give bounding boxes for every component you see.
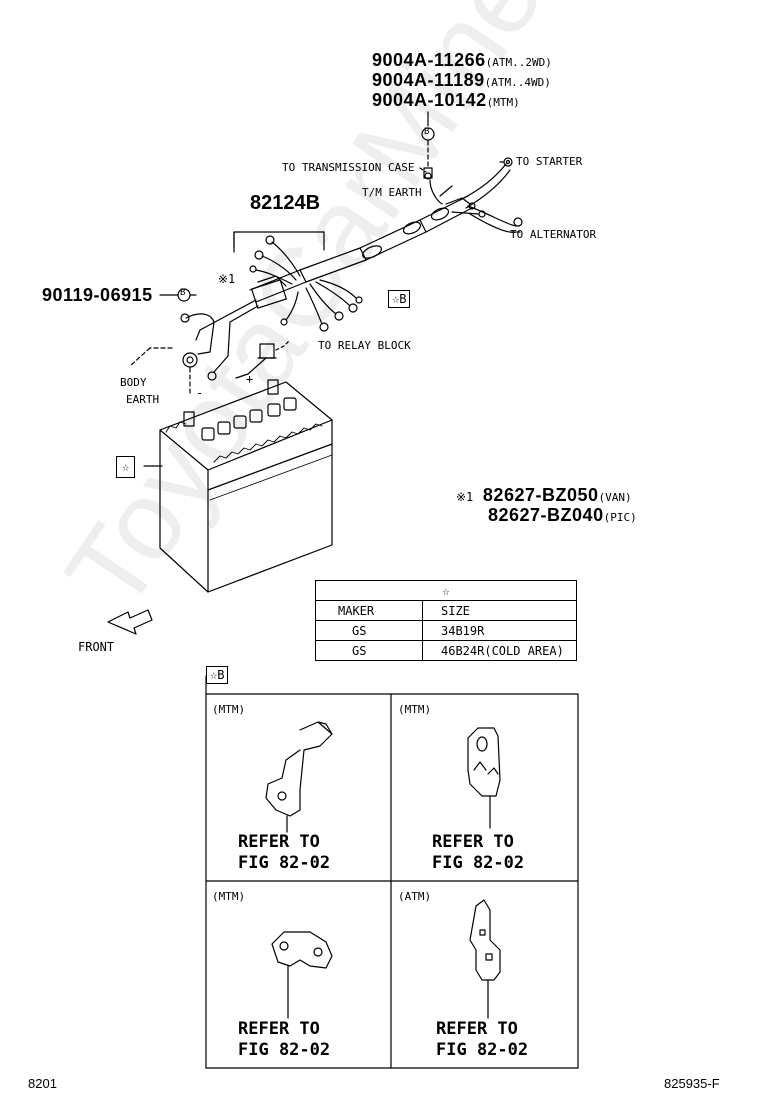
top-bolt-callout — [421, 111, 435, 179]
label-leaders — [419, 161, 521, 233]
note-part-1-spec: (VAN) — [598, 491, 632, 504]
bracket-1-fig-line: FIG 82-02 — [238, 853, 331, 873]
battery — [159, 379, 333, 593]
size-table-col-size: SIZE — [422, 600, 577, 621]
note-part-2: 82627-BZ040(PIC) — [488, 505, 637, 526]
top-part-3: 9004A-10142(MTM) — [372, 90, 520, 111]
top-part-1-spec: (ATM..2WD) — [485, 56, 552, 69]
top-part-2-spec: (ATM..4WD) — [484, 76, 551, 89]
bracket-1-refer-line: REFER TO — [238, 832, 320, 852]
marker-b-earth: B — [180, 288, 186, 298]
bracket-4-fig-line: FIG 82-02 — [436, 1040, 529, 1060]
size-table-maker-2: GS — [315, 640, 423, 661]
battery-minus: - — [196, 386, 204, 400]
size-table-size-2: 46B24R(COLD AREA) — [422, 640, 577, 661]
star-b-box-grid: ☆B — [206, 666, 229, 684]
bracket-4-variant: (ATM) — [398, 890, 432, 903]
size-table-col-maker: MAKER — [315, 600, 423, 621]
size-table-columns: MAKER SIZE — [315, 600, 577, 621]
bracket-3-refer-line: REFER TO — [238, 1019, 320, 1039]
harness-part-number: 82124B — [250, 192, 321, 214]
wire-harness — [195, 157, 523, 381]
label-tm-earth: T/M EARTH — [362, 186, 422, 199]
note-part-1: ※1 82627-BZ050(VAN) — [456, 485, 632, 506]
bracket-2-refer-line: REFER TO — [432, 832, 514, 852]
label-earth: EARTH — [126, 393, 160, 406]
bracket-drawing-3 — [271, 931, 333, 1019]
table-row: GS 34B19R — [315, 620, 577, 641]
top-part-3-spec: (MTM) — [486, 96, 520, 109]
label-to-relay-block: TO RELAY BLOCK — [318, 339, 411, 352]
size-table-size-1: 34B19R — [422, 620, 577, 641]
footer-right-code: 825935-F — [664, 1076, 720, 1091]
note-part-mark: ※1 — [456, 490, 474, 504]
bracket-2-fig-line: FIG 82-02 — [432, 853, 525, 873]
table-row: GS 46B24R(COLD AREA) — [315, 640, 577, 661]
body-earth-cable — [129, 288, 215, 395]
bracket-4-refer-line: REFER TO — [436, 1019, 518, 1039]
front-arrow — [107, 609, 153, 635]
label-to-transmission-case: TO TRANSMISSION CASE — [282, 161, 415, 174]
bracket-1-refer: REFER TO FIG 82-02 — [238, 832, 330, 874]
top-part-3-number: 9004A-10142 — [372, 90, 487, 110]
footer-left-code: 8201 — [28, 1076, 57, 1091]
note-part-1-number: 82627-BZ050 — [482, 485, 599, 505]
bracket-drawing-1 — [265, 721, 333, 833]
size-table-header: ☆ — [315, 580, 577, 601]
note-part-2-number: 82627-BZ040 — [488, 505, 604, 525]
size-table-maker-1: GS — [315, 620, 423, 641]
star-b-box-harness: ☆B — [388, 290, 411, 308]
top-part-1: 9004A-11266(ATM..2WD) — [372, 50, 552, 71]
bracket-3-refer: REFER TO FIG 82-02 — [238, 1019, 330, 1061]
bracket-1-variant: (MTM) — [212, 703, 246, 716]
earth-part-number: 90119-06915 — [42, 285, 153, 305]
marker-b-top: B — [424, 127, 430, 137]
bracket-2-refer: REFER TO FIG 82-02 — [432, 832, 524, 874]
bracket-grid — [205, 675, 579, 1069]
battery-plus: + — [246, 372, 254, 386]
label-body: BODY — [120, 376, 147, 389]
bracket-4-refer: REFER TO FIG 82-02 — [436, 1019, 528, 1061]
bracket-2-variant: (MTM) — [398, 703, 432, 716]
relay-block-connector — [235, 339, 291, 379]
size-table-header-row: ☆ — [315, 580, 577, 601]
label-to-alternator: TO ALTERNATOR — [510, 228, 597, 241]
label-to-starter: TO STARTER — [516, 155, 583, 168]
top-part-2-number: 9004A-11189 — [372, 70, 485, 90]
bracket-drawing-4 — [469, 899, 501, 1019]
star-box-battery: ☆ — [116, 456, 136, 478]
battery-size-table: ☆ MAKER SIZE GS 34B19R GS 46B24R(COLD AR… — [315, 580, 577, 661]
top-part-1-number: 9004A-11266 — [372, 50, 486, 70]
label-front: FRONT — [78, 640, 115, 654]
bracket-3-fig-line: FIG 82-02 — [238, 1040, 331, 1060]
harness-part-bracket — [233, 231, 325, 253]
bracket-drawing-2 — [467, 727, 501, 829]
note-part-2-spec: (PIC) — [603, 511, 637, 524]
top-part-2: 9004A-11189(ATM..4WD) — [372, 70, 551, 91]
bracket-3-variant: (MTM) — [212, 890, 246, 903]
note-mark-harness: ※1 — [218, 272, 236, 286]
